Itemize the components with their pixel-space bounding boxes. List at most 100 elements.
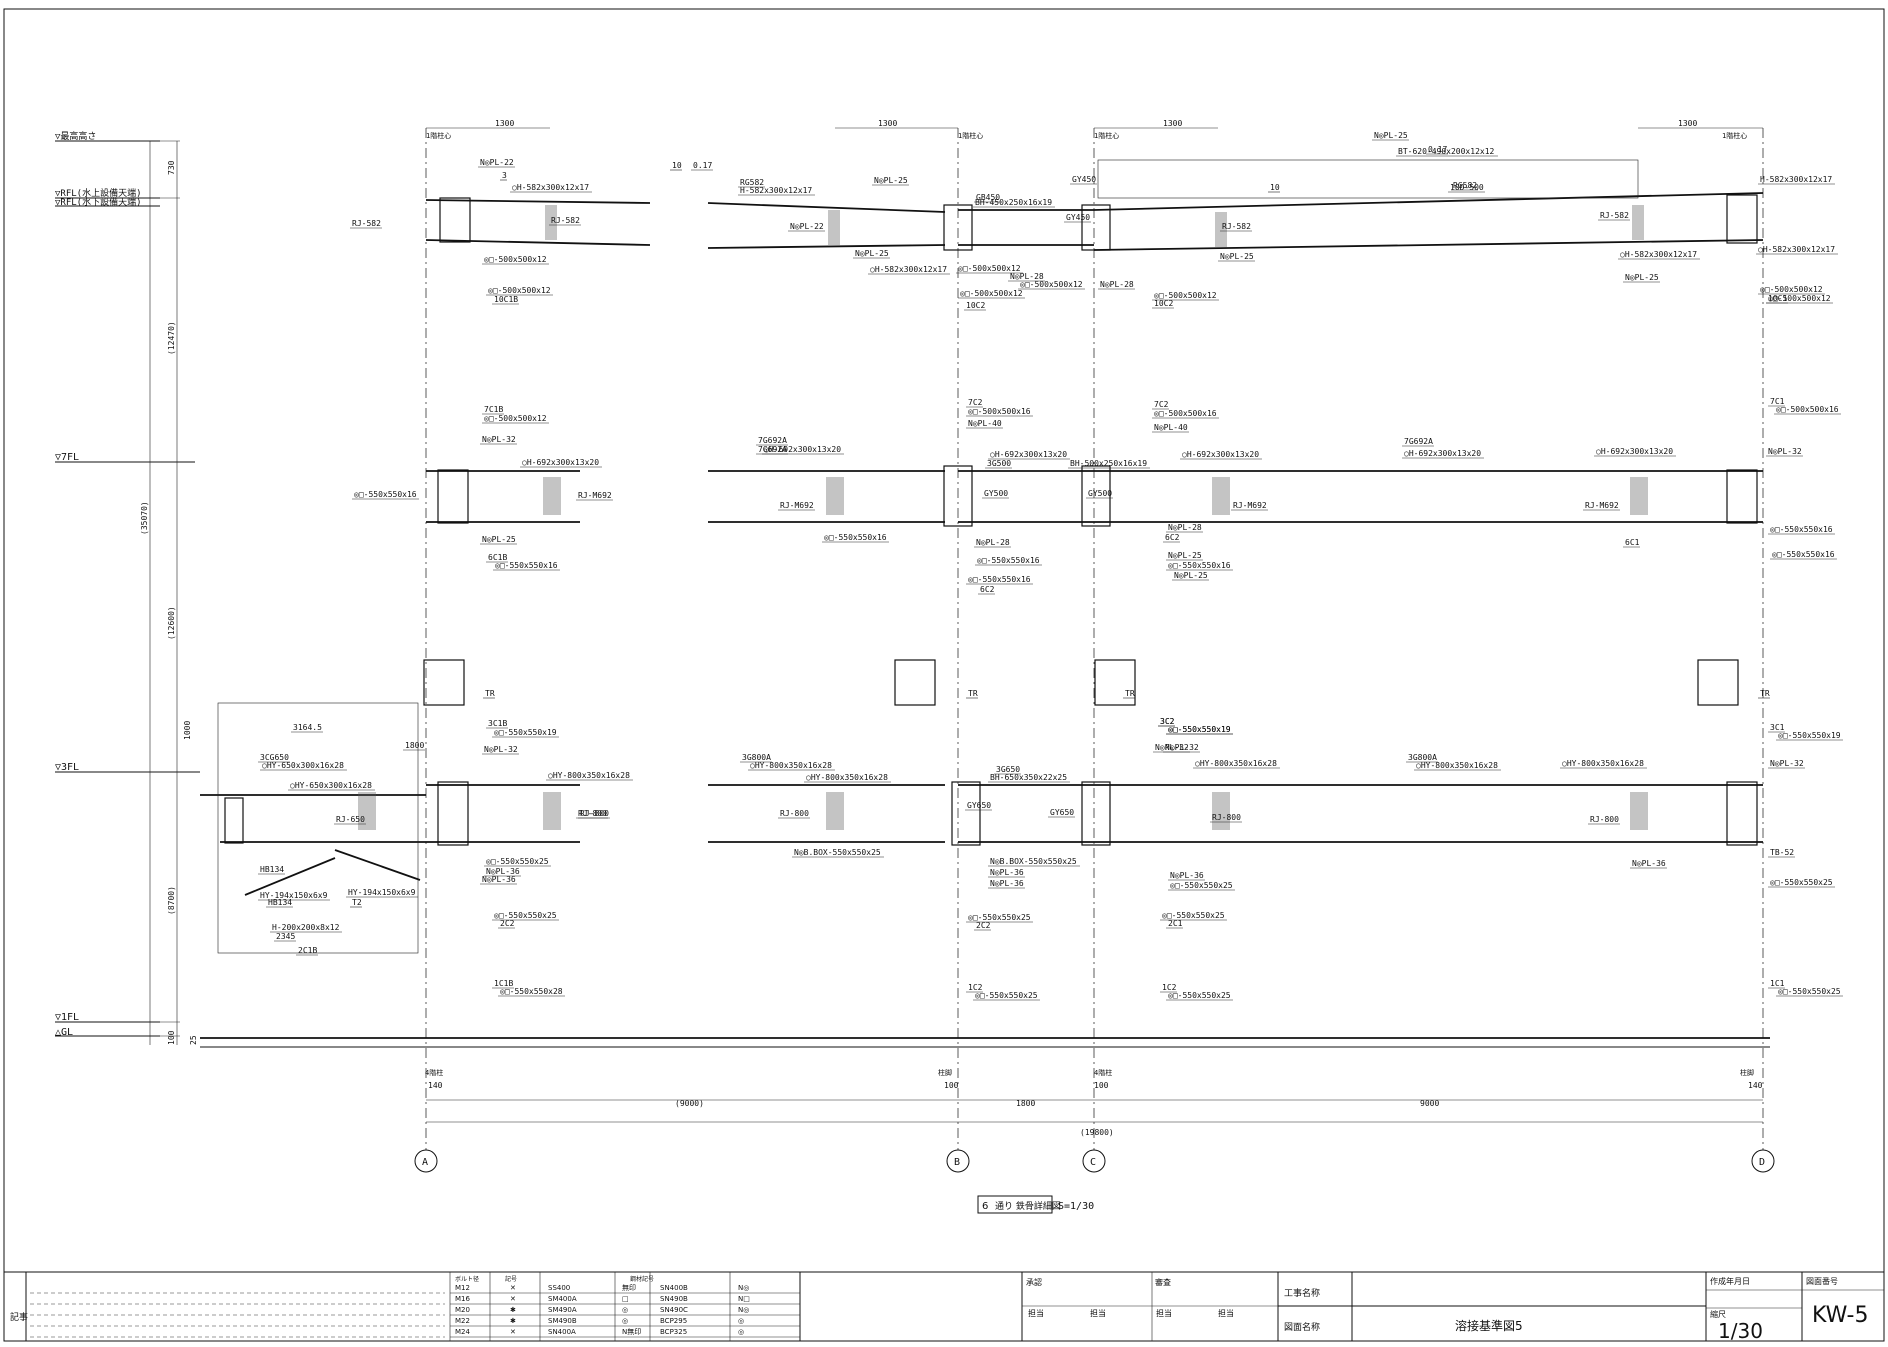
floor7-annotation: 6C2 [1165, 533, 1180, 542]
roof-annotation: ◎□-500x500x12 [960, 289, 1023, 298]
floor3-annotation: ◎□-550x550x19 [494, 728, 557, 737]
bolt-table-cell: ◎ [738, 1328, 744, 1336]
scale-label: 縮尺 [1710, 1309, 1726, 1319]
bolt-table-cell: ◎ [622, 1317, 628, 1325]
roof-annotation: 10C2 [966, 301, 985, 310]
remarks-label: 記事 [10, 1311, 28, 1323]
floor7-annotation: N◎PL-32 [482, 435, 516, 444]
project-name-label: 工事名称 [1284, 1287, 1320, 1299]
level-label-3fl: ▽3FL [55, 762, 79, 773]
floor7-annotation: ◎□-500x500x16 [1154, 409, 1217, 418]
bolt-table-cell: ✕ [510, 1284, 516, 1292]
dim-1000: 1000 [183, 721, 192, 740]
svg-text:1300: 1300 [495, 119, 514, 128]
floor7-annotation: ○H-692x300x13x20 [1182, 450, 1259, 459]
level-label-rfl-2: ▽RFL(水下設備天端) [55, 196, 142, 208]
floor7-annotation: 7G692A [1404, 437, 1433, 446]
floor3-annotation: RJ-800 [780, 809, 809, 818]
bolt-table-cell: SN490B [660, 1295, 688, 1303]
floor3-annotation: HY-194x150x6x9 [260, 891, 328, 900]
bolt-table-cell: SN400B [660, 1284, 688, 1292]
floor3-annotation: HY-194x150x6x9 [348, 888, 416, 897]
roof-annotation: ○H-582x300x12x17 [870, 265, 947, 274]
bolt-table-cell: SM490B [548, 1317, 577, 1325]
floor3-annotation: RJ-800 [1212, 813, 1241, 822]
svg-text:(9000): (9000) [675, 1099, 704, 1108]
floor3-annotation: 1800 [405, 741, 424, 750]
floor3-annotation: RJ-800 [578, 809, 607, 818]
floor3-annotation: TB-52 [1770, 848, 1794, 857]
roof-annotation: 10 [672, 161, 682, 170]
grid-bubble-c [1082, 1149, 1106, 1173]
grid-bubble-b [946, 1149, 970, 1173]
bolt-table-cell: ✕ [510, 1295, 516, 1303]
floor7-annotation: ◎□-500x500x12 [484, 414, 547, 423]
floor3-annotation: ◎□-550x550x25 [1170, 881, 1233, 890]
floor7-annotation: 7C2 [968, 398, 983, 407]
svg-text:ボルト径: ボルト径 [455, 1275, 479, 1283]
approval-label: 承認 [1026, 1277, 1042, 1287]
top-dimensions: 1300 1階柱心 1300 1階柱心 1300 1階柱心 1300 1階柱心 [426, 119, 1763, 140]
roof-annotation: ◎□-500x500x12 [1020, 280, 1083, 289]
floor3-annotation: H-200x200x8x12 [272, 923, 340, 932]
bolt-table-cell: BCP295 [660, 1317, 687, 1325]
bottom-dimensions: 140 (9000) 100 1800 100 9000 140 (19800) [426, 1081, 1763, 1137]
svg-text:柱脚: 柱脚 [1740, 1068, 1754, 1077]
level-label-1fl: ▽1FL [55, 1012, 79, 1023]
dim-100: 100 [167, 1030, 176, 1045]
bolt-table-cell: N無印 [622, 1327, 641, 1336]
svg-text:(19800): (19800) [1080, 1128, 1114, 1137]
roof-annotation: GY450 [1066, 213, 1090, 222]
floor1-annotation: 1C1B [494, 979, 513, 988]
level-markers: ▽最高高さ ▽RFL(水上設備天端) ▽RFL(水下設備天端) ▽7FL ▽3F… [55, 130, 200, 1038]
floor7-annotation: 6C2 [980, 585, 995, 594]
floor3-annotation: ◎□-550x550x19 [1168, 725, 1231, 734]
floor7-structure [426, 465, 1763, 527]
roof-annotation: ◎□-500x500x12 [484, 255, 547, 264]
bolt-table-cell: □ [622, 1295, 629, 1303]
floor3-annotation: RJ-800 [1590, 815, 1619, 824]
svg-text:1300: 1300 [878, 119, 897, 128]
roof-annotation: N◎PL-25 [1625, 273, 1659, 282]
floor7-annotation: N◎PL-25 [1168, 551, 1202, 560]
svg-text:1300: 1300 [1163, 119, 1182, 128]
bolt-table-cell: SM490A [548, 1306, 577, 1314]
floor3-annotation: N◎PL-36 [486, 867, 520, 876]
floor1-annotation: ◎□-550x550x25 [975, 991, 1038, 1000]
floor3-annotation: BH-650x350x22x25 [990, 773, 1067, 782]
svg-text:D: D [1759, 1157, 1765, 1168]
floor3-annotation: ◎□-550x550x19 [1778, 731, 1841, 740]
roof-annotation: N◎PL-25 [1220, 252, 1254, 261]
roof-annotation: ○H-582x300x12x17 [1620, 250, 1697, 259]
floor1-annotation: ◎□-550x550x28 [500, 987, 563, 996]
floor7-annotation: ◎□-550x550x16 [1772, 550, 1835, 559]
floor3-annotation: TR [485, 689, 495, 698]
floor3-annotation: ◎□-550x550x25 [494, 911, 557, 920]
svg-text:通り 鉄骨詳細図: 通り 鉄骨詳細図 [995, 1200, 1061, 1212]
floor3-annotation: ○HY-650x300x16x28 [262, 761, 344, 770]
roof-annotation: 10C1 [1768, 294, 1787, 303]
floor3-annotation: N◎PL-36 [990, 879, 1024, 888]
floor7-annotation: N◎PL-28 [976, 538, 1010, 547]
floor7-annotation: ○H-692x300x13x20 [522, 458, 599, 467]
floor7-annotation: GY500 [1088, 489, 1112, 498]
floor7-annotation: ◎□-550x550x16 [977, 556, 1040, 565]
floor3-annotation: 3C1 [1770, 723, 1785, 732]
bolt-table-cell: SM400A [548, 1295, 577, 1303]
floor7-annotation: ○H-692x300x13x20 [1404, 449, 1481, 458]
floor3-annotation: ◎□-550x550x25 [1162, 911, 1225, 920]
review-label: 審査 [1155, 1277, 1171, 1287]
floor3-annotation: N◎PL-32 [1155, 743, 1189, 752]
floor3-annotation: ○HY-800x350x16x28 [1562, 759, 1644, 768]
floor3-annotation: 3C1B [488, 719, 507, 728]
bolt-table-cell: M22 [455, 1317, 470, 1325]
floor7-annotation: ○H-692x300x13x20 [990, 450, 1067, 459]
roof-annotation: GB450 [976, 193, 1000, 202]
floor1-annotation: 1C2 [1162, 983, 1177, 992]
floor3-annotation: N◎B.BOX-550x550x25 [990, 857, 1077, 866]
floor7-annotation: N◎PL-25 [482, 535, 516, 544]
floor7-annotation: 7C1B [484, 405, 503, 414]
floor3-annotation: 3G650 [996, 765, 1020, 774]
